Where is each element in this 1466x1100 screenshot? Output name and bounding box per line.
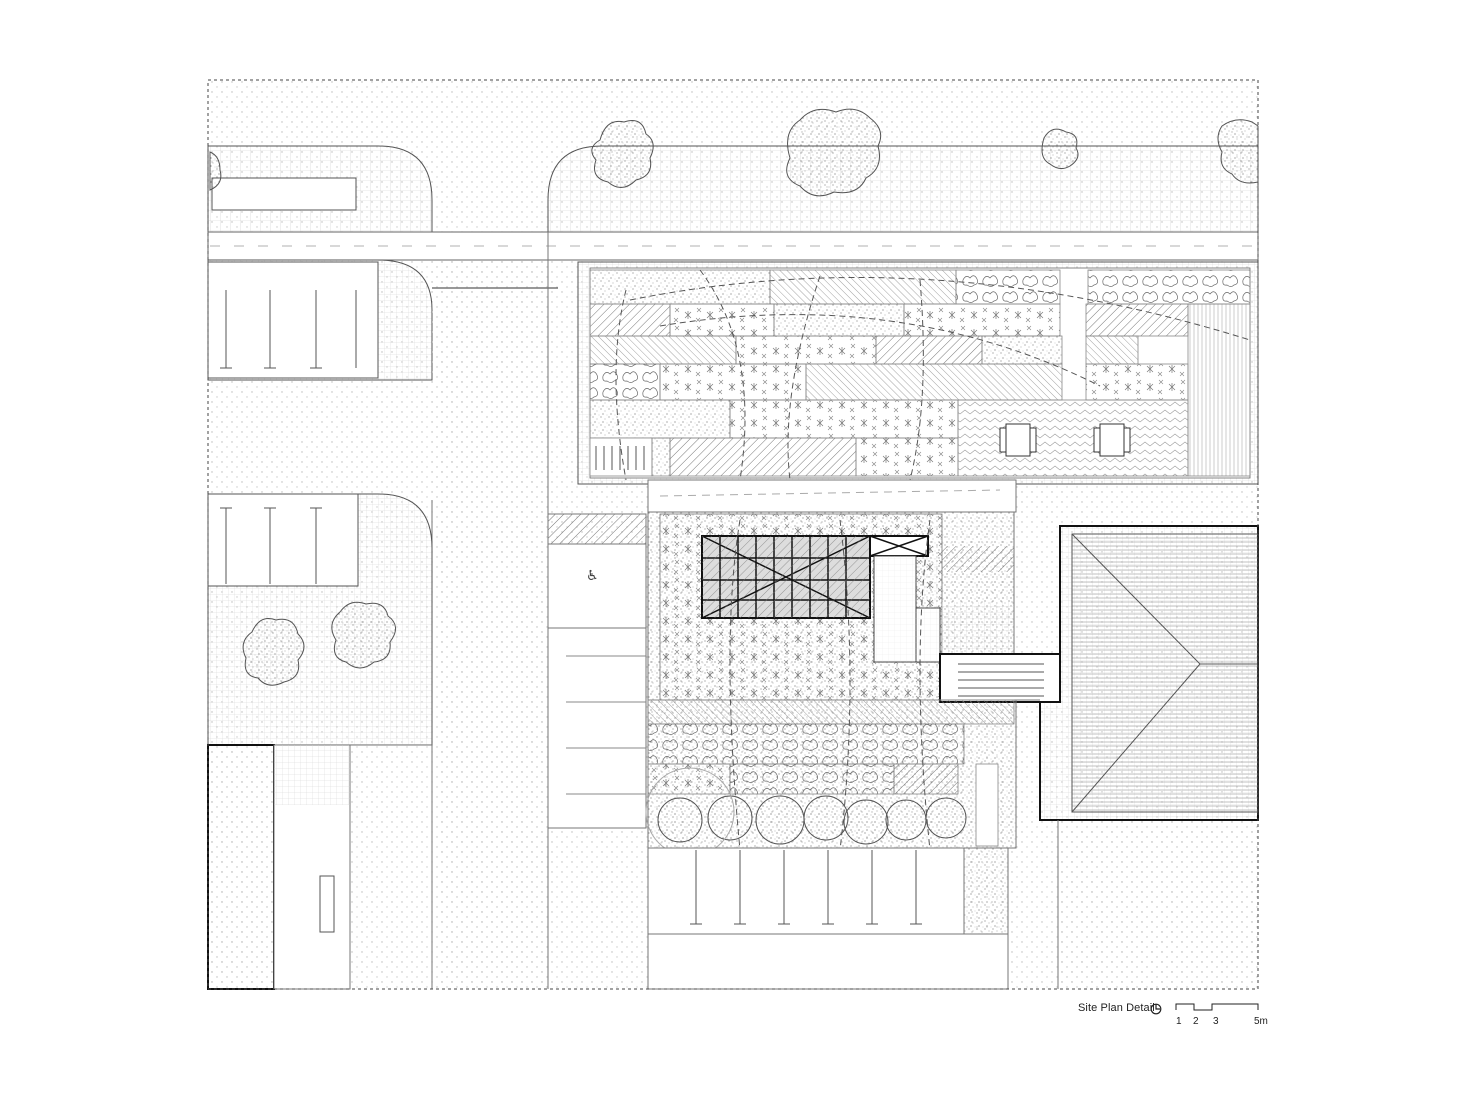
scale-label-1: 1 xyxy=(1176,1016,1182,1027)
drawing-title: Site Plan Detail xyxy=(1078,1002,1155,1014)
north-arrow-icon xyxy=(1150,1003,1162,1015)
scale-bar xyxy=(1175,1003,1259,1011)
scale-label-2: 2 xyxy=(1193,1016,1199,1027)
svg-text:♿: ♿ xyxy=(586,568,599,584)
scale-label-5m: 5m xyxy=(1254,1016,1268,1027)
scale-label-3: 3 xyxy=(1213,1016,1219,1027)
